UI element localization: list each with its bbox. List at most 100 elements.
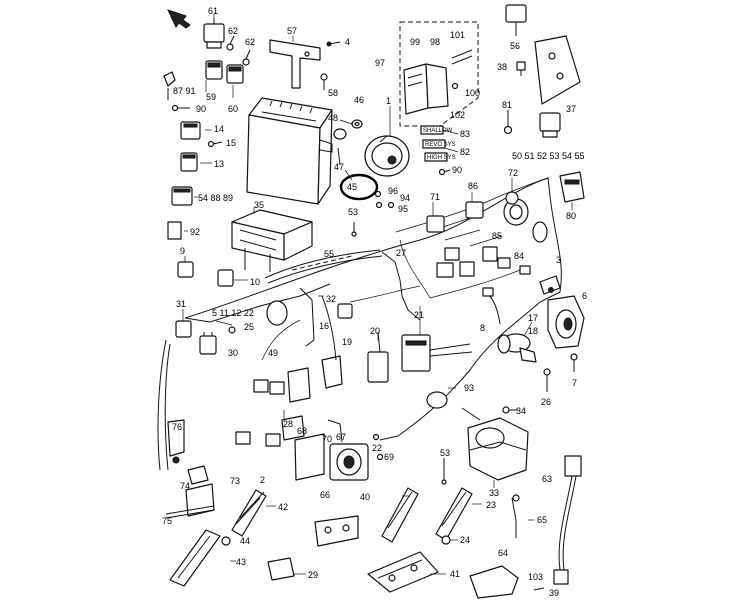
relay-86 bbox=[465, 201, 484, 219]
bracket-35 bbox=[231, 209, 313, 272]
screw-38 bbox=[516, 61, 526, 76]
screw-90b bbox=[438, 168, 451, 176]
bolt-62a bbox=[226, 35, 235, 51]
callout-96: 96 bbox=[388, 186, 398, 196]
callout-31: 31 bbox=[176, 299, 186, 309]
callout-101: 101 bbox=[450, 30, 465, 40]
callout-34: 34 bbox=[516, 406, 526, 416]
callout-14: 14 bbox=[214, 124, 224, 134]
callout-1: 1 bbox=[386, 96, 391, 106]
callout-72: 72 bbox=[508, 168, 518, 178]
cap-29 bbox=[267, 557, 295, 581]
callout-90a: 90 bbox=[196, 104, 206, 114]
callout-53b: 53 bbox=[440, 448, 450, 458]
connector-on-dash bbox=[436, 261, 531, 278]
leader-lines bbox=[182, 14, 573, 575]
screw-7 bbox=[570, 353, 578, 372]
front-arrow-icon bbox=[167, 9, 191, 29]
callout-71: 71 bbox=[430, 192, 440, 202]
callout-41: 41 bbox=[450, 569, 460, 579]
callout-59: 59 bbox=[206, 92, 216, 102]
cover-64 bbox=[469, 565, 519, 599]
callout-58: 58 bbox=[328, 88, 338, 98]
callout-57: 57 bbox=[287, 26, 297, 36]
connector-60 bbox=[226, 64, 244, 84]
stalk-switch-23 bbox=[435, 487, 473, 541]
callout-6: 6 bbox=[582, 291, 587, 301]
switch-20 bbox=[367, 331, 389, 383]
callout-24: 24 bbox=[460, 535, 470, 545]
callout-20: 20 bbox=[370, 326, 380, 336]
callout-103: 103 bbox=[528, 572, 543, 582]
callout-27: 27 bbox=[396, 248, 406, 258]
callout-19: 19 bbox=[342, 337, 352, 347]
switch-80 bbox=[559, 171, 585, 203]
bracket-70 bbox=[327, 419, 343, 443]
relay-30 bbox=[199, 332, 217, 355]
relay-61 bbox=[203, 23, 225, 49]
callout-69: 69 bbox=[384, 452, 394, 462]
bracket-92 bbox=[167, 221, 182, 240]
relay-71 bbox=[426, 215, 445, 233]
module-kit-97 bbox=[399, 21, 479, 127]
callout-42: 42 bbox=[278, 502, 288, 512]
relay-9 bbox=[177, 261, 194, 278]
callout-64: 64 bbox=[498, 548, 508, 558]
screw-15 bbox=[207, 140, 223, 148]
harness-63 bbox=[553, 455, 582, 585]
callout-90b: 90 bbox=[452, 165, 462, 175]
screw-22 bbox=[372, 433, 380, 441]
highlight-circle-45 bbox=[339, 173, 379, 201]
callout-2: 2 bbox=[260, 475, 265, 485]
connector-59 bbox=[205, 60, 223, 80]
clip-87-91 bbox=[163, 71, 176, 100]
callout-75: 75 bbox=[162, 516, 172, 526]
callout-13: 13 bbox=[214, 159, 224, 169]
screw-53a bbox=[351, 222, 357, 237]
bulb-3 bbox=[539, 275, 561, 295]
callout-33: 33 bbox=[489, 488, 499, 498]
relay-14 bbox=[180, 121, 201, 140]
callout-53a: 53 bbox=[348, 207, 358, 217]
callout-numbers: 61 62 57 4 56 97 99 98 101 100 102 38 37… bbox=[162, 6, 587, 598]
cover-49 bbox=[287, 367, 311, 403]
callout-15: 15 bbox=[226, 138, 236, 148]
bolt-58 bbox=[320, 73, 328, 90]
callout-74: 74 bbox=[180, 481, 190, 491]
callout-61: 61 bbox=[208, 6, 218, 16]
switch-21 bbox=[401, 334, 473, 372]
callout-3: 3 bbox=[556, 255, 561, 265]
ignition-switch-33 bbox=[461, 407, 529, 481]
callout-99: 99 bbox=[410, 37, 420, 47]
stalk-switch-40 bbox=[381, 487, 419, 543]
nut-44 bbox=[221, 536, 231, 546]
callout-85: 85 bbox=[492, 231, 502, 241]
ignition-17-18 bbox=[497, 333, 537, 363]
callout-62b: 62 bbox=[245, 37, 255, 47]
callout-9: 9 bbox=[180, 246, 185, 256]
nut-24 bbox=[441, 535, 451, 545]
bracket-65 bbox=[511, 494, 520, 538]
callout-67: 67 bbox=[336, 432, 346, 442]
bracket-37 bbox=[534, 35, 581, 105]
bolt-4 bbox=[326, 41, 341, 47]
callout-80: 80 bbox=[566, 211, 576, 221]
ecu-box-45 bbox=[246, 97, 333, 205]
relay-50-55 bbox=[539, 112, 561, 138]
callout-76: 76 bbox=[172, 422, 182, 432]
callout-65: 65 bbox=[537, 515, 547, 525]
bulb-84 bbox=[497, 257, 511, 269]
callout-38: 38 bbox=[497, 62, 507, 72]
callout-46: 46 bbox=[354, 95, 364, 105]
callout-30: 30 bbox=[228, 348, 238, 358]
callout-50-55: 50 51 52 53 54 55 bbox=[512, 151, 585, 161]
callout-70: 70 bbox=[322, 434, 332, 444]
callout-35: 35 bbox=[254, 200, 264, 210]
bracket-32 bbox=[299, 287, 337, 361]
callout-95: 95 bbox=[398, 204, 408, 214]
callout-84: 84 bbox=[514, 251, 524, 261]
connector-85 bbox=[482, 246, 498, 262]
callout-7: 7 bbox=[572, 378, 577, 388]
callout-26: 26 bbox=[541, 397, 551, 407]
